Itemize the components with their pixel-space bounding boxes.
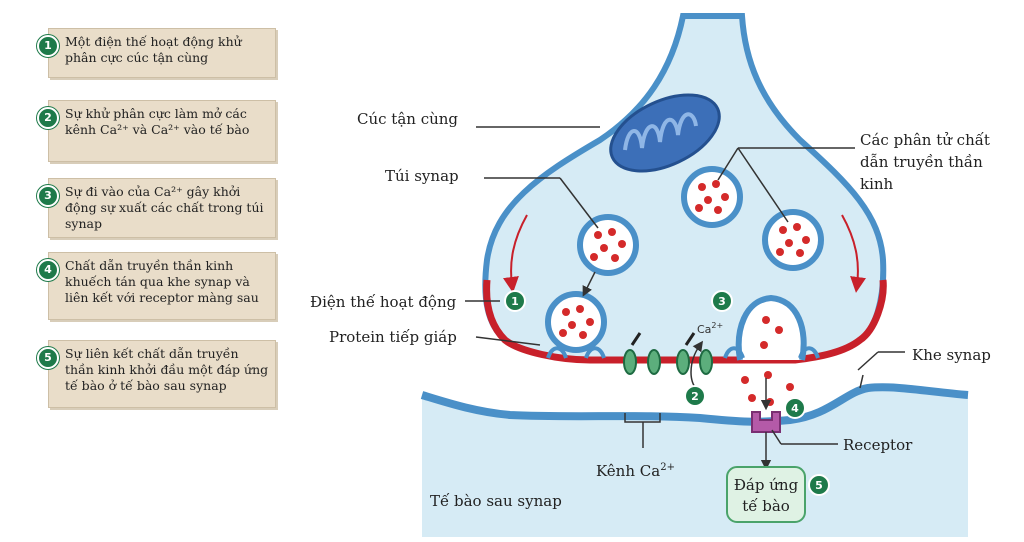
label-channel: Kênh Ca2+: [596, 462, 675, 480]
step-text-4: Chất dẫn truyền thần kinh khuếch tán qua…: [65, 258, 259, 305]
svg-text:4: 4: [791, 402, 799, 415]
label-terminal: Cúc tận cùng: [357, 110, 458, 128]
step-box-5: 5 Sự liên kết chất dẫn truyền thần kinh …: [37, 340, 276, 408]
label-ca-ion: Ca2+: [697, 321, 723, 336]
step-marker-2: 2: [684, 385, 706, 407]
synaptic-vesicle: [762, 209, 824, 271]
step-number-3: 3: [37, 185, 59, 207]
vesicle-movement-arrow: [582, 271, 596, 297]
calcium-channel: [623, 332, 661, 375]
label-neurotransmitter-line1: Các phân tử chất: [860, 131, 990, 149]
step-number-4: 4: [37, 259, 59, 281]
label-neurotransmitter-line2: dẫn truyền thần: [860, 153, 983, 171]
depolarization-arrow: [503, 214, 528, 293]
step-number-2: 2: [37, 107, 59, 129]
synaptic-vesicle: [577, 214, 639, 276]
label-receptor: Receptor: [843, 436, 913, 454]
label-vesicle: Túi synap: [385, 167, 459, 185]
label-neurotransmitter-line3: kinh: [860, 175, 894, 193]
step-marker-3: 3: [711, 290, 733, 312]
junction-protein: [546, 346, 820, 359]
step-marker-4: 4: [784, 397, 806, 419]
label-junction-protein: Protein tiếp giáp: [329, 328, 457, 346]
step-box-3: 3 Sự đi vào của Ca²⁺ gây khởi động sự xu…: [37, 178, 276, 238]
svg-text:3: 3: [718, 295, 726, 308]
label-postsynaptic: Tế bào sau synap: [430, 492, 562, 510]
depolarization-arrow: [841, 214, 866, 293]
synaptic-vesicle: [681, 166, 743, 228]
step-box-1: 1 Một điện thế hoạt động khử phân cực cú…: [37, 28, 276, 78]
step-number-1: 1: [37, 35, 59, 57]
svg-text:1: 1: [511, 295, 519, 308]
step-number-5: 5: [37, 347, 59, 369]
step-box-2: 2 Sự khử phân cực làm mở các kênh Ca²⁺ v…: [37, 100, 276, 162]
step-box-4: 4 Chất dẫn truyền thần kinh khuếch tán q…: [37, 252, 276, 320]
step-text-2: Sự khử phân cực làm mở các kênh Ca²⁺ và …: [65, 106, 250, 137]
cell-response-box: Đáp ứng tế bào: [726, 466, 806, 523]
label-cleft: Khe synap: [912, 346, 991, 364]
calcium-channel: [676, 332, 713, 375]
mitochondrion: [609, 93, 721, 173]
response-line1: Đáp ứng: [734, 476, 799, 494]
response-line2: tế bào: [742, 497, 790, 515]
leader-lines: [465, 126, 905, 448]
receptor: [751, 411, 781, 433]
step-text-3: Sự đi vào của Ca²⁺ gây khởi động sự xuất…: [65, 184, 264, 231]
step-marker-5: 5: [808, 474, 830, 496]
postsynaptic-cell: [420, 383, 969, 537]
fusing-vesicle: [735, 294, 807, 361]
step-text-1: Một điện thế hoạt động khử phân cực cúc …: [65, 34, 242, 65]
released-neurotransmitters: [741, 371, 794, 406]
step-text-5: Sự liên kết chất dẫn truyền thần kinh kh…: [65, 346, 269, 393]
docked-vesicle: [545, 291, 607, 353]
step-marker-1: 1: [504, 290, 526, 312]
svg-text:5: 5: [815, 479, 823, 492]
svg-text:2: 2: [691, 390, 699, 403]
label-action-potential: Điện thế hoạt động: [310, 293, 457, 311]
